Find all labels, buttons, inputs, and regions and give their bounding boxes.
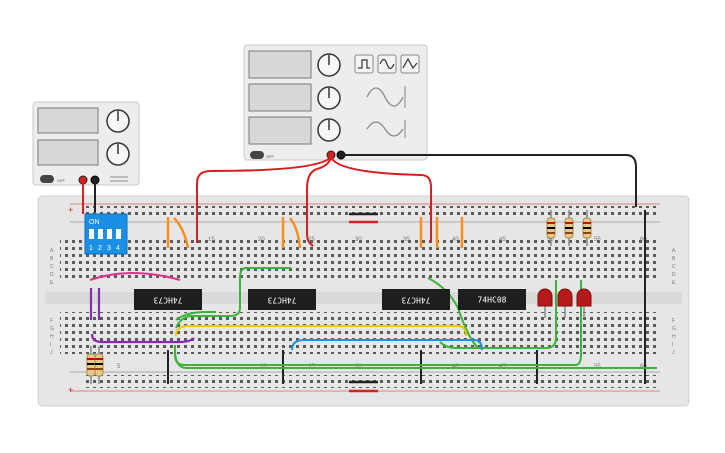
- yellow-wire[interactable]: [175, 325, 467, 337]
- black-power-wires[interactable]: [94, 154, 637, 212]
- row-letter: A: [50, 248, 54, 254]
- square-wave-icon: [358, 59, 370, 69]
- dip-switch-toggle[interactable]: [116, 229, 121, 239]
- amplitude-display: [248, 83, 312, 112]
- row-letter: H: [50, 334, 54, 340]
- row-letter: E: [50, 280, 54, 286]
- row-letter: F: [50, 318, 53, 324]
- row-letter: B: [50, 256, 54, 262]
- lower-terminal-strip-holes[interactable]: [60, 312, 660, 354]
- row-letter: E: [672, 280, 676, 286]
- dip-switch-toggle[interactable]: [98, 229, 103, 239]
- dip-switch-toggle[interactable]: [107, 229, 112, 239]
- chip-label: 74HC08: [478, 296, 507, 305]
- row-letter: F: [672, 318, 675, 324]
- triangle-wave-icon: [402, 57, 418, 70]
- function-generator-off-label: OFF: [266, 154, 275, 159]
- blue-wire[interactable]: [291, 339, 483, 351]
- row-letter: G: [672, 326, 676, 332]
- top-power-rail-holes[interactable]: [86, 206, 656, 219]
- upper-terminal-strip-holes[interactable]: [60, 240, 660, 282]
- frequency-display: [248, 50, 312, 79]
- dip-switch-number: 1: [89, 245, 93, 252]
- power-supply[interactable]: OFF: [32, 101, 140, 186]
- row-letter: J: [672, 350, 675, 356]
- row-letter: H: [672, 334, 676, 340]
- column-number: 40: [452, 237, 459, 243]
- resistors-bottom[interactable]: [86, 346, 104, 384]
- leds[interactable]: [537, 288, 592, 318]
- row-letter: G: [50, 326, 54, 332]
- column-number: 5: [117, 364, 121, 370]
- chip-label: 74HC73: [153, 296, 182, 305]
- led-red[interactable]: [537, 288, 553, 307]
- row-letter: D: [50, 272, 54, 278]
- red-power-wires[interactable]: [82, 154, 432, 247]
- sine-wave-icon: [379, 58, 395, 70]
- led-red[interactable]: [557, 288, 573, 307]
- column-number: 45: [499, 237, 506, 243]
- row-letter: I: [672, 342, 673, 348]
- top-rail-plus-sign: +: [68, 205, 73, 215]
- column-number: 55: [594, 237, 601, 243]
- chip-label: 74HC73: [267, 296, 296, 305]
- column-number: 60: [640, 237, 647, 243]
- row-letter: J: [50, 350, 53, 356]
- column-number: 20: [258, 237, 265, 243]
- power-supply-display-top: [37, 107, 99, 134]
- row-letter: B: [672, 256, 676, 262]
- chip-74hc73[interactable]: 74HC73: [382, 289, 450, 310]
- resistors-top[interactable]: [546, 210, 592, 246]
- power-supply-off-label: OFF: [57, 178, 66, 183]
- led-red[interactable]: [576, 288, 592, 307]
- red-rail-jumpers[interactable]: [349, 220, 378, 393]
- row-letter: D: [672, 272, 676, 278]
- purple-wires[interactable]: [89, 288, 195, 344]
- offset-display: [248, 116, 312, 145]
- breadboard[interactable]: + + 15 20 25 30 35 40 45 50 55 60 5 20 2…: [37, 195, 690, 407]
- row-letter: C: [672, 264, 676, 270]
- square-wave-button[interactable]: [354, 54, 374, 74]
- chip-74hc73[interactable]: 74HC73: [248, 289, 316, 310]
- power-supply-switch[interactable]: [40, 175, 54, 183]
- pink-wire[interactable]: [89, 272, 181, 281]
- dip-switch-number: 2: [98, 245, 102, 252]
- bottom-rail-plus-sign: +: [68, 385, 73, 395]
- dip-switch-number: 3: [107, 245, 111, 252]
- offset-sine-icon: [366, 121, 404, 137]
- chip-label: 74HC73: [401, 296, 430, 305]
- function-generator[interactable]: OFF: [243, 44, 428, 161]
- dip-switch-on-label: ON: [89, 219, 100, 226]
- function-generator-switch[interactable]: [250, 151, 264, 159]
- chip-74hc73[interactable]: 74HC73: [134, 289, 202, 310]
- dip-switch[interactable]: ON 1 2 3 4: [84, 213, 128, 255]
- amplitude-sine-icon: [366, 87, 404, 107]
- column-number: 35: [403, 237, 410, 243]
- row-letter: A: [672, 248, 676, 254]
- column-number: 25: [308, 237, 315, 243]
- row-letter: I: [50, 342, 51, 348]
- triangle-wave-button[interactable]: [400, 54, 420, 74]
- orange-wires[interactable]: [166, 217, 464, 249]
- chip-74hc08[interactable]: 74HC08: [458, 289, 526, 310]
- column-number: 30: [355, 237, 362, 243]
- dip-switch-number: 4: [116, 245, 120, 252]
- row-letter: C: [50, 264, 54, 270]
- column-number: 15: [208, 237, 215, 243]
- power-supply-display-bottom: [37, 139, 99, 166]
- dip-switch-toggle[interactable]: [89, 229, 94, 239]
